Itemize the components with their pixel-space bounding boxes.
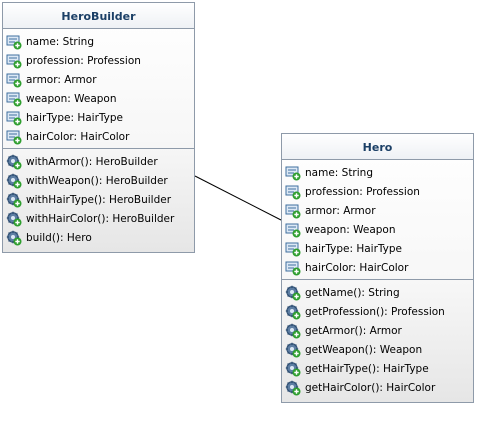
field-icon (6, 72, 22, 88)
method-icon (6, 211, 22, 227)
method-icon (285, 361, 301, 377)
attribute-row[interactable]: hairType: HairType (3, 108, 194, 127)
operation-row[interactable]: withHairColor(): HeroBuilder (3, 209, 194, 228)
operation-label: withWeapon(): HeroBuilder (26, 174, 168, 187)
operation-compartment: withArmor(): HeroBuilder withWeapon(): He… (3, 149, 194, 249)
operation-compartment: getName(): String getProfession(): Profes… (282, 280, 473, 399)
operation-label: getProfession(): Profession (305, 305, 445, 318)
class-herobuilder[interactable]: HeroBuilder name: String profession: Prof… (2, 2, 195, 253)
attribute-compartment: name: String profession: Profession armor:… (282, 160, 473, 280)
attribute-label: weapon: Weapon (305, 223, 396, 236)
attribute-row[interactable]: armor: Armor (282, 201, 473, 220)
operation-row[interactable]: getHairType(): HairType (282, 359, 473, 378)
field-icon (6, 91, 22, 107)
operation-row[interactable]: getProfession(): Profession (282, 302, 473, 321)
class-hero[interactable]: Hero name: String profession: Profession a… (281, 133, 474, 403)
operation-row[interactable]: build(): Hero (3, 228, 194, 247)
attribute-label: hairType: HairType (305, 242, 402, 255)
operation-label: getArmor(): Armor (305, 324, 402, 337)
attribute-row[interactable]: profession: Profession (282, 182, 473, 201)
attribute-compartment: name: String profession: Profession armor:… (3, 29, 194, 149)
attribute-row[interactable]: hairColor: HairColor (3, 127, 194, 146)
attribute-row[interactable]: weapon: Weapon (282, 220, 473, 239)
operation-label: getWeapon(): Weapon (305, 343, 423, 356)
field-icon (6, 53, 22, 69)
attribute-label: armor: Armor (26, 73, 97, 86)
field-icon (285, 184, 301, 200)
attribute-label: name: String (26, 35, 94, 48)
field-icon (285, 203, 301, 219)
attribute-row[interactable]: weapon: Weapon (3, 89, 194, 108)
attribute-row[interactable]: hairColor: HairColor (282, 258, 473, 277)
association-line (194, 175, 282, 221)
attribute-label: profession: Profession (26, 54, 141, 67)
method-icon (6, 173, 22, 189)
field-icon (285, 260, 301, 276)
attribute-label: hairColor: HairColor (305, 261, 409, 274)
operation-row[interactable]: withHairType(): HeroBuilder (3, 190, 194, 209)
field-icon (285, 241, 301, 257)
operation-row[interactable]: getArmor(): Armor (282, 321, 473, 340)
attribute-label: armor: Armor (305, 204, 376, 217)
operation-label: withArmor(): HeroBuilder (26, 155, 158, 168)
operation-row[interactable]: getWeapon(): Weapon (282, 340, 473, 359)
attribute-row[interactable]: name: String (3, 32, 194, 51)
operation-label: getName(): String (305, 286, 400, 299)
attribute-row[interactable]: armor: Armor (3, 70, 194, 89)
method-icon (6, 154, 22, 170)
operation-label: getHairType(): HairType (305, 362, 429, 375)
operation-row[interactable]: withArmor(): HeroBuilder (3, 152, 194, 171)
operation-row[interactable]: withWeapon(): HeroBuilder (3, 171, 194, 190)
attribute-label: name: String (305, 166, 373, 179)
attribute-row[interactable]: profession: Profession (3, 51, 194, 70)
method-icon (285, 342, 301, 358)
attribute-label: hairType: HairType (26, 111, 123, 124)
field-icon (285, 165, 301, 181)
attribute-label: hairColor: HairColor (26, 130, 130, 143)
field-icon (285, 222, 301, 238)
attribute-row[interactable]: name: String (282, 163, 473, 182)
operation-label: withHairType(): HeroBuilder (26, 193, 172, 206)
operation-label: getHairColor(): HairColor (305, 381, 436, 394)
method-icon (285, 285, 301, 301)
field-icon (6, 110, 22, 126)
method-icon (6, 230, 22, 246)
field-icon (6, 34, 22, 50)
operation-label: withHairColor(): HeroBuilder (26, 212, 175, 225)
attribute-row[interactable]: hairType: HairType (282, 239, 473, 258)
method-icon (6, 192, 22, 208)
method-icon (285, 304, 301, 320)
class-title: Hero (282, 134, 473, 160)
field-icon (6, 129, 22, 145)
operation-row[interactable]: getHairColor(): HairColor (282, 378, 473, 397)
operation-row[interactable]: getName(): String (282, 283, 473, 302)
attribute-label: weapon: Weapon (26, 92, 117, 105)
attribute-label: profession: Profession (305, 185, 420, 198)
operation-label: build(): Hero (26, 231, 92, 244)
method-icon (285, 380, 301, 396)
method-icon (285, 323, 301, 339)
class-title: HeroBuilder (3, 3, 194, 29)
